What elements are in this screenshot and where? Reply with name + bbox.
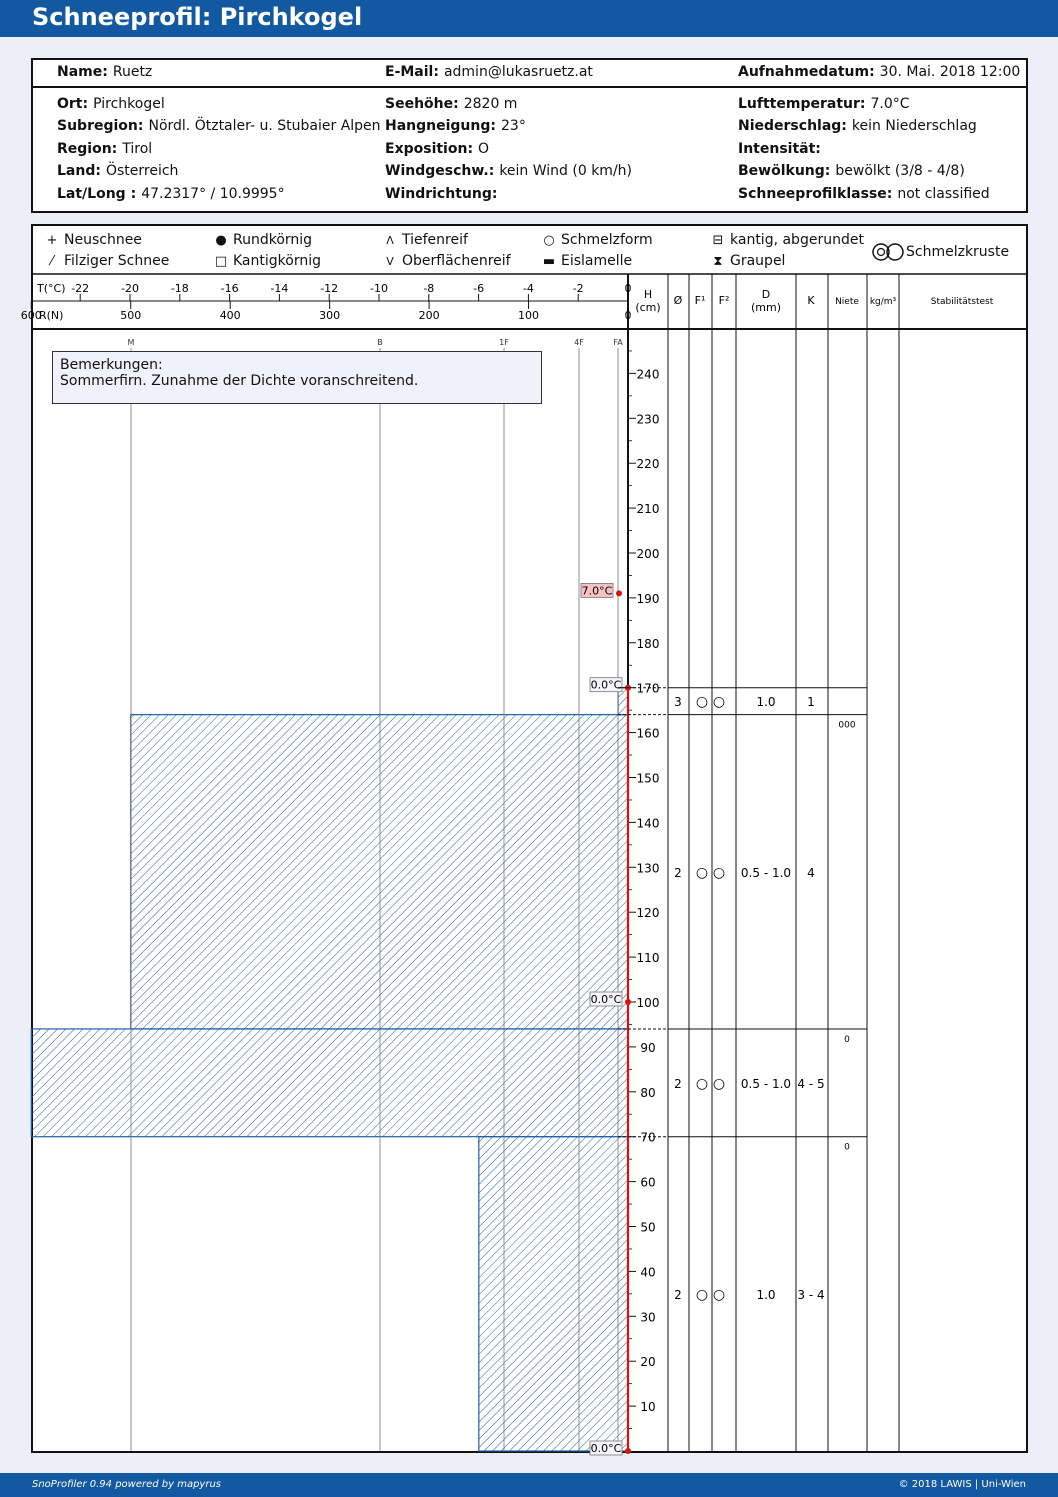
seehoehe-row: Seehöhe:2820 m (385, 96, 518, 112)
plus-icon: + (46, 233, 58, 248)
melt-crust-icon (872, 243, 904, 261)
hangneigung-row: Hangneigung:23° (385, 118, 526, 134)
slash-icon: ⁄ (50, 254, 54, 269)
legend-schmelzkruste: Schmelzkruste (870, 242, 1009, 262)
header-divider (33, 86, 1026, 88)
bar-icon: ▬ (542, 254, 556, 269)
legend-graupel: ⧗Graupel (706, 253, 785, 269)
circle-icon: ○ (543, 233, 555, 248)
title-bar: Schneeprofil: Pirchkogel (0, 0, 1058, 37)
filled-circle-icon: ● (215, 233, 227, 248)
footer-right: © 2018 LAWIS | Uni-Wien (898, 1479, 1026, 1490)
rounded-square-icon: ⊟ (712, 233, 724, 248)
bewoelkung-row: Bewölkung:bewölkt (3/8 - 4/8) (738, 163, 965, 179)
legend-neuschnee: +Neuschnee (40, 232, 142, 248)
ort-row: Ort:Pirchkogel (57, 96, 165, 112)
caret-down-icon: V (386, 255, 394, 268)
profile-chart-box (31, 224, 1028, 1453)
name-value: Ruetz (112, 64, 153, 80)
legend-kantigkoernig: □Kantigkörnig (209, 253, 321, 269)
legend-schmelzform: ○Schmelzform (537, 232, 652, 248)
email-row: E-Mail:admin@lukasruetz.at (385, 64, 593, 80)
intensitaet-row: Intensität: (738, 141, 821, 157)
date-row: Aufnahmedatum:30. Mai. 2018 12:00 (738, 64, 1021, 80)
date-value: 30. Mai. 2018 12:00 (879, 64, 1021, 80)
remarks-title: Bemerkungen: (60, 357, 163, 373)
legend-filziger-schnee: ⁄Filziger Schnee (40, 253, 169, 269)
windrichtung-row: Windrichtung: (385, 186, 498, 202)
email-value: admin@lukasruetz.at (443, 64, 593, 80)
legend-kantig-abgerundet: ⊟kantig, abgerundet (706, 232, 864, 248)
graupel-icon: ⧗ (713, 254, 723, 269)
niederschlag-row: Niederschlag:kein Niederschlag (738, 118, 977, 134)
square-icon: □ (214, 254, 228, 269)
legend-eislamelle: ▬Eislamelle (537, 253, 632, 269)
klasse-row: Schneeprofilklasse:not classified (738, 186, 990, 202)
region-row: Region:Tirol (57, 141, 153, 157)
remarks-box: Bemerkungen: Sommerfirn. Zunahme der Dic… (52, 351, 542, 404)
land-row: Land:Österreich (57, 163, 179, 179)
remarks-text: Sommerfirn. Zunahme der Dichte voranschr… (60, 373, 419, 389)
name-row: Name:Ruetz (57, 64, 153, 80)
legend-rundkoernig: ●Rundkörnig (209, 232, 312, 248)
subregion-row: Subregion:Nördl. Ötztaler- u. Stubaier A… (57, 118, 381, 134)
page-title: Schneeprofil: Pirchkogel (32, 3, 363, 31)
profile-header: Name:Ruetz E-Mail:admin@lukasruetz.at Au… (31, 58, 1028, 213)
footer: SnoProfiler 0.94 powered by mapyrus © 20… (0, 1473, 1058, 1497)
footer-left: SnoProfiler 0.94 powered by mapyrus (32, 1479, 222, 1490)
lufttemp-row: Lufttemperatur:7.0°C (738, 96, 910, 112)
latlong-row: Lat/Long :47.2317° / 10.9995° (57, 186, 285, 202)
windgeschw-row: Windgeschw.:kein Wind (0 km/h) (385, 163, 632, 179)
exposition-row: Exposition:O (385, 141, 490, 157)
caret-up-icon: Λ (386, 234, 394, 247)
